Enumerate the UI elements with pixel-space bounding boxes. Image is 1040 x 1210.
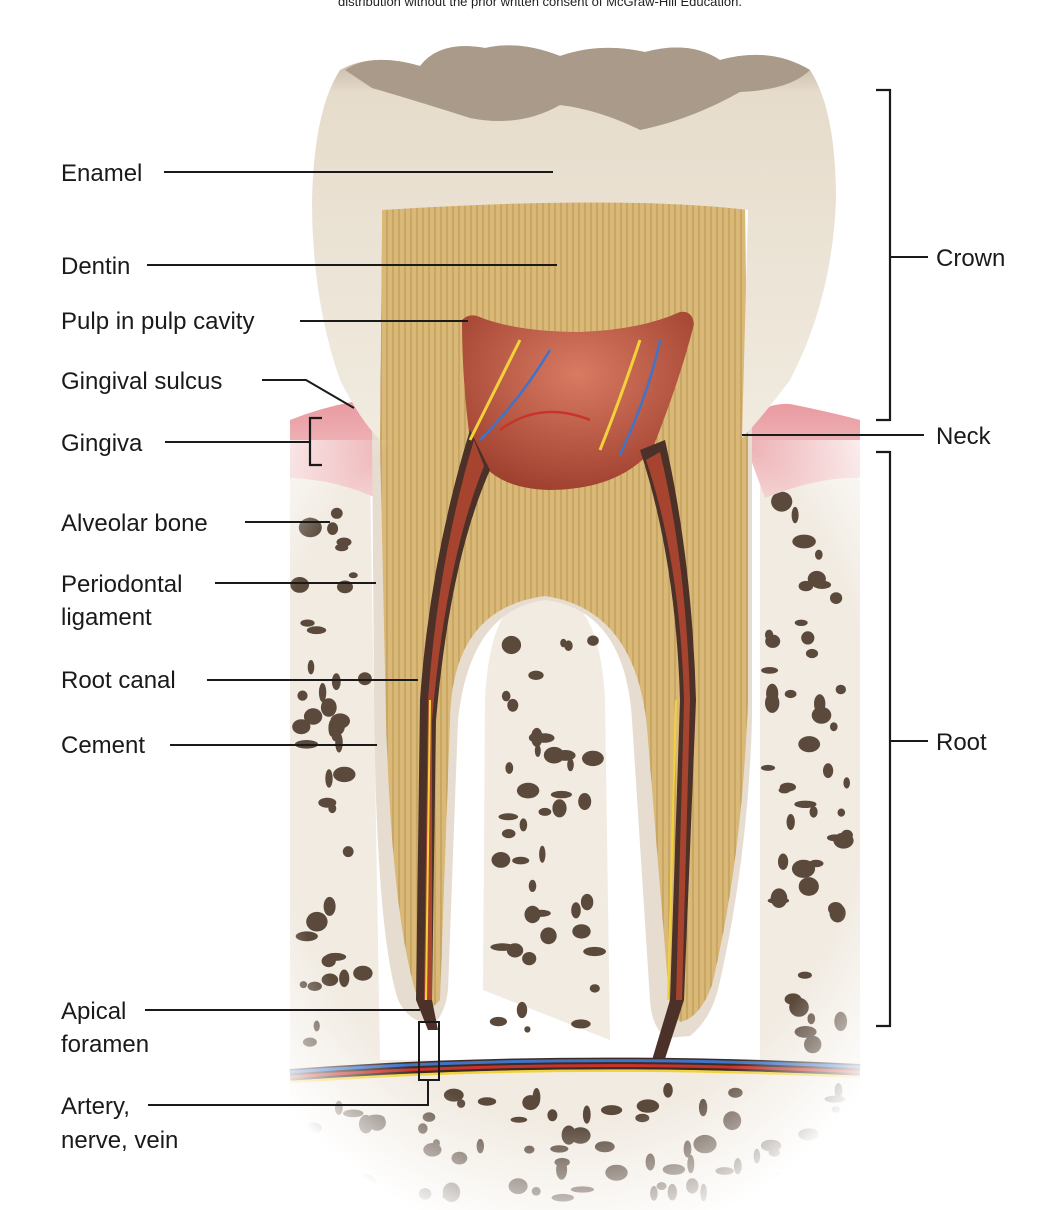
label-dentin: Dentin <box>61 253 130 280</box>
label-neck: Neck <box>936 423 992 450</box>
leader-lines <box>145 171 924 1106</box>
label-periodontal-line2: ligament <box>61 604 152 631</box>
right-brackets <box>876 88 928 1028</box>
copyright-line: distribution without the prior written c… <box>338 0 742 9</box>
label-gingival-sulcus: Gingival sulcus <box>61 368 222 395</box>
label-apical-line2: foramen <box>61 1031 149 1058</box>
label-crown: Crown <box>936 245 1005 272</box>
label-root-canal: Root canal <box>61 667 176 694</box>
label-gingiva: Gingiva <box>61 430 143 457</box>
edge-fade <box>260 440 880 1210</box>
label-enamel: Enamel <box>61 160 142 187</box>
right-labels: Crown Neck Root <box>936 245 1005 756</box>
label-pulp: Pulp in pulp cavity <box>61 308 254 335</box>
label-alveolar-bone: Alveolar bone <box>61 510 208 537</box>
label-apical-line1: Apical <box>61 998 126 1025</box>
left-labels: Enamel Dentin Pulp in pulp cavity Gingiv… <box>61 160 254 1154</box>
label-root: Root <box>936 729 987 756</box>
label-periodontal-line1: Periodontal <box>61 571 182 598</box>
label-vessels-line2: nerve, vein <box>61 1127 178 1154</box>
label-vessels-line1: Artery, <box>61 1093 130 1120</box>
label-cement: Cement <box>61 732 145 759</box>
